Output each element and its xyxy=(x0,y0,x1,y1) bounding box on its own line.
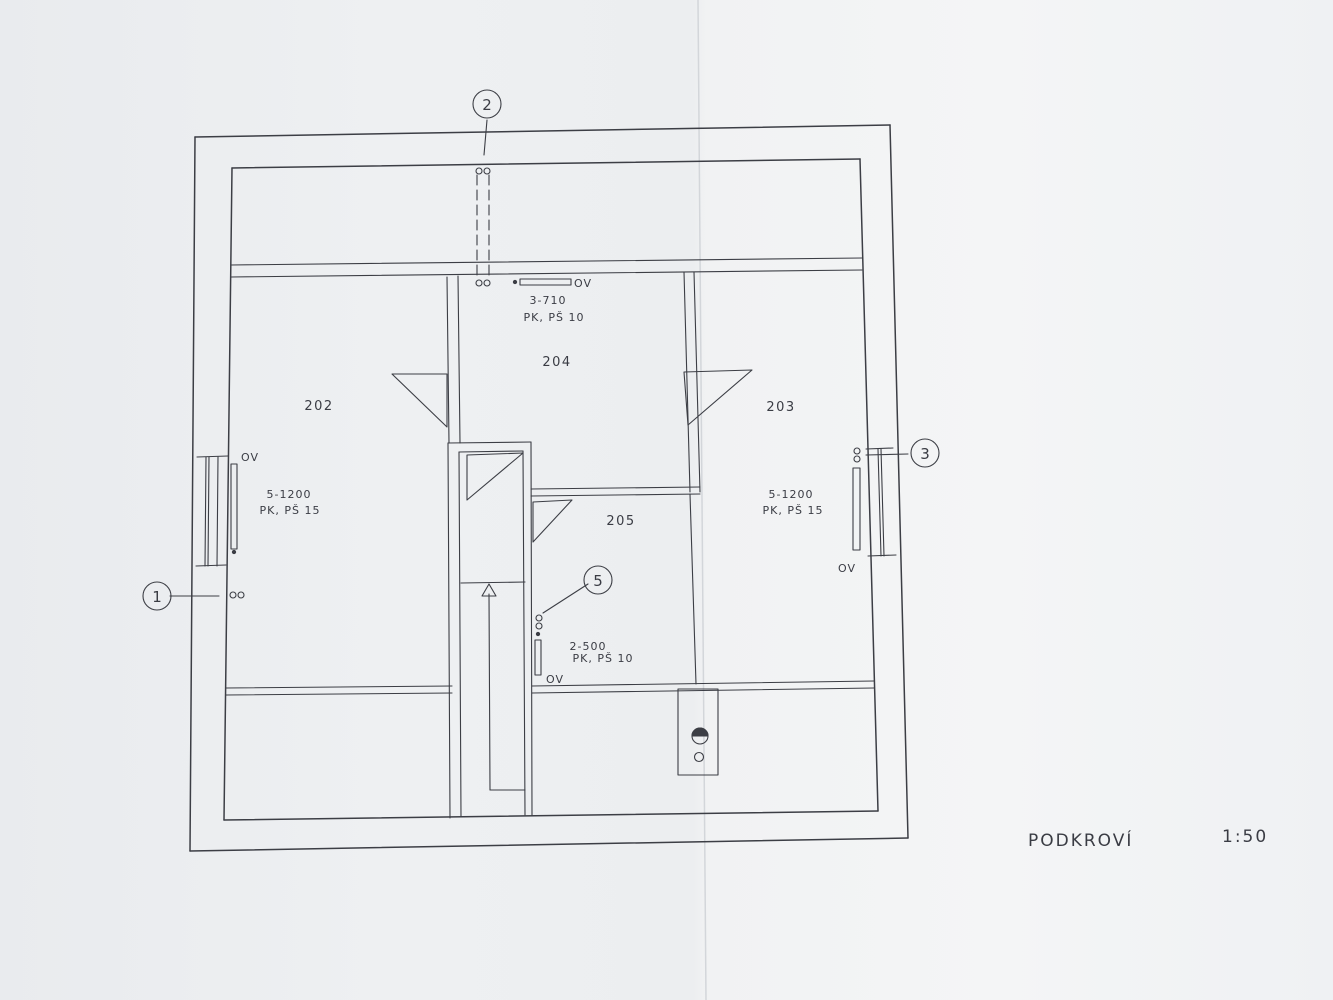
radiator-r2-type: PK, PŠ 10 xyxy=(524,311,585,324)
svg-text:1: 1 xyxy=(152,588,162,606)
radiator-r2-valve: OV xyxy=(574,277,592,290)
room-label-203: 203 xyxy=(766,400,795,415)
room-label-202: 202 xyxy=(304,399,333,414)
room-label-204: 204 xyxy=(542,355,571,370)
riser-2 xyxy=(475,119,491,287)
radiator-r1-valve: OV xyxy=(241,451,259,464)
chimney xyxy=(677,688,719,776)
roof-windows xyxy=(391,369,753,543)
svg-text:2: 2 xyxy=(482,96,492,114)
radiator-r2 xyxy=(512,278,572,286)
stair-arrow xyxy=(481,583,526,791)
radiator-r3-spec: 5-1200 xyxy=(769,488,814,501)
marker-5: 5 xyxy=(583,565,613,595)
radiator-r1 xyxy=(195,455,238,567)
drawing-title: PODKROVÍ xyxy=(1028,829,1133,851)
attic-strip-walls xyxy=(230,257,863,278)
radiator-r5-type: PK, PŠ 10 xyxy=(573,652,634,665)
radiator-r3-type: PK, PŠ 15 xyxy=(763,504,824,517)
radiator-r5 xyxy=(534,583,589,676)
radiator-r1-spec: 5-1200 xyxy=(267,488,312,501)
marker-2: 2 xyxy=(472,89,502,119)
drawing-scale: 1:50 xyxy=(1222,827,1268,847)
radiator-r5-valve: OV xyxy=(546,673,564,686)
fold-line xyxy=(697,0,707,1000)
radiator-r2-spec: 3-710 xyxy=(530,294,567,307)
radiator-r1-type: PK, PŠ 15 xyxy=(260,504,321,517)
marker-1: 1 xyxy=(142,581,172,611)
riser-1 xyxy=(169,591,245,599)
radiator-r3 xyxy=(852,447,909,557)
room-label-205: 205 xyxy=(606,514,635,529)
marker-3: 3 xyxy=(910,438,940,468)
radiator-r3-valve: OV xyxy=(838,562,856,575)
interior-walls xyxy=(225,271,875,819)
radiator-r5-spec: 2-500 xyxy=(570,640,607,653)
svg-text:3: 3 xyxy=(920,445,930,463)
svg-text:5: 5 xyxy=(593,572,603,590)
